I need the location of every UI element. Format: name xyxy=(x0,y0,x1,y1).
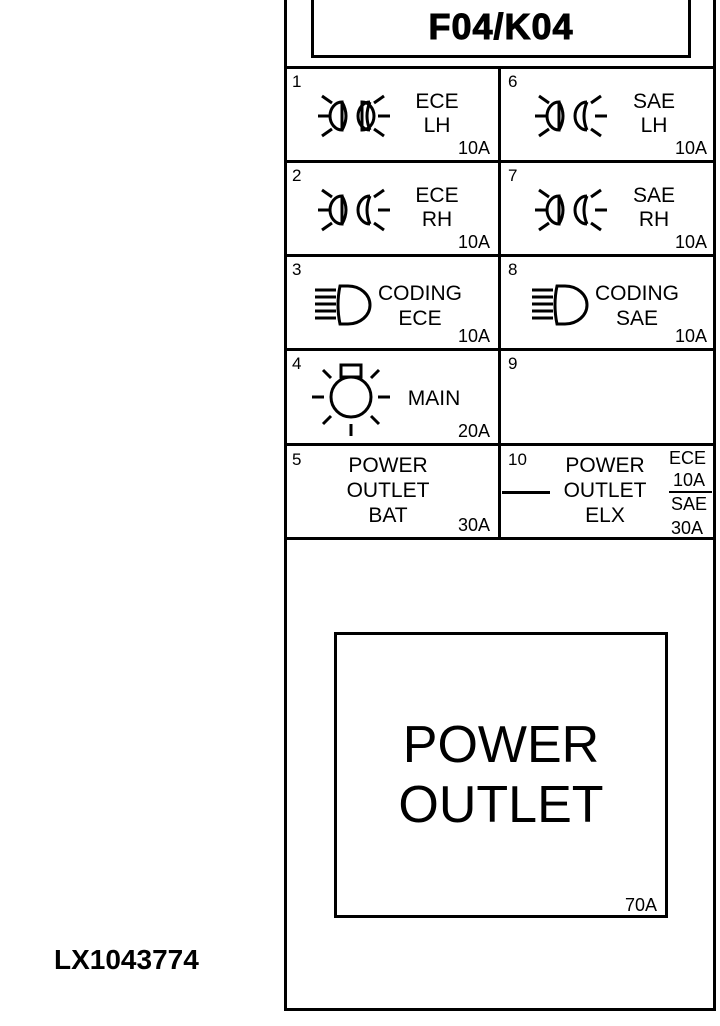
fuse-amperage: 10A xyxy=(458,232,491,252)
fuse-amperage: 10A xyxy=(458,326,491,346)
fuse-label-line3: ELX xyxy=(585,504,625,527)
fuse-amperage: 10A xyxy=(458,138,491,158)
fuse-label-line2: RH xyxy=(421,208,453,231)
row-line xyxy=(284,254,716,257)
fuse-amperage: 10A xyxy=(675,138,708,158)
row-line xyxy=(284,66,716,69)
row-line xyxy=(284,443,716,446)
part-code: LX1043774 xyxy=(54,944,199,975)
fuse-label-line2: ECE xyxy=(398,307,442,330)
fuse-number: 9 xyxy=(508,354,518,373)
fuse-amperage: 10A xyxy=(675,232,708,252)
headlight-pair-icon xyxy=(535,94,607,138)
headlight-pair-icon xyxy=(318,188,390,232)
fuse-amperage: 20A xyxy=(458,421,491,441)
fuse-label-line3: BAT xyxy=(368,504,408,527)
fuse-label-line2: LH xyxy=(640,114,668,137)
fuse-label-line1: SAE xyxy=(632,90,676,113)
fuse-panel xyxy=(284,0,716,1011)
fuse-label-line1: CODING xyxy=(378,282,462,305)
fuse-number: 7 xyxy=(508,166,518,185)
high-beam-icon xyxy=(532,284,589,326)
outlet-label-line1: POWER xyxy=(402,716,600,774)
column-divider xyxy=(498,66,501,540)
fuse-label-line2: LH xyxy=(423,114,451,137)
header-box xyxy=(311,0,691,58)
fuse-number: 6 xyxy=(508,72,518,91)
fuse-label-line1: CODING xyxy=(595,282,679,305)
fuse-label-line1: ECE xyxy=(415,184,459,207)
sae-label: SAE xyxy=(671,494,708,514)
fuse-label-line1: POWER xyxy=(348,454,428,477)
fuse-number: 2 xyxy=(292,166,302,185)
fuse-number: 3 xyxy=(292,260,302,279)
ece-label: ECE xyxy=(669,448,707,468)
row-line xyxy=(284,160,716,163)
fuse-label-line2: OUTLET xyxy=(563,479,647,502)
fuse-label-line2: RH xyxy=(638,208,670,231)
sae-amperage: 30A xyxy=(671,518,704,538)
headlight-pair-icon xyxy=(318,94,390,138)
outlet-amperage: 70A xyxy=(625,895,658,915)
ece-amperage: 10A xyxy=(673,470,706,490)
fuse-label-line1: POWER xyxy=(565,454,645,477)
lamp-bulb-icon xyxy=(312,363,390,436)
fuse-number: 4 xyxy=(292,354,302,373)
lead-line xyxy=(502,491,550,494)
fuse-number: 10 xyxy=(508,450,527,469)
fuse-number: 5 xyxy=(292,450,302,469)
fuse-label-line2: SAE xyxy=(615,307,659,330)
high-beam-icon xyxy=(315,284,372,326)
rating-divider xyxy=(669,491,712,493)
fuse-amperage: 30A xyxy=(458,515,491,535)
fuse-label-line1: MAIN xyxy=(407,387,461,410)
row-line xyxy=(284,537,716,540)
headlight-pair-icon xyxy=(535,188,607,232)
fuse-number: 1 xyxy=(292,72,302,91)
row-line xyxy=(284,348,716,351)
outlet-label-line2: OUTLET xyxy=(398,776,604,834)
fuse-amperage: 10A xyxy=(675,326,708,346)
fuse-number: 8 xyxy=(508,260,518,279)
power-outlet-box: POWER OUTLET 70A xyxy=(334,632,668,918)
fuse-label-line2: OUTLET xyxy=(346,479,430,502)
fuse-label-line1: SAE xyxy=(632,184,676,207)
panel-title: F04/K04 xyxy=(428,6,574,48)
fuse-label-line1: ECE xyxy=(415,90,459,113)
